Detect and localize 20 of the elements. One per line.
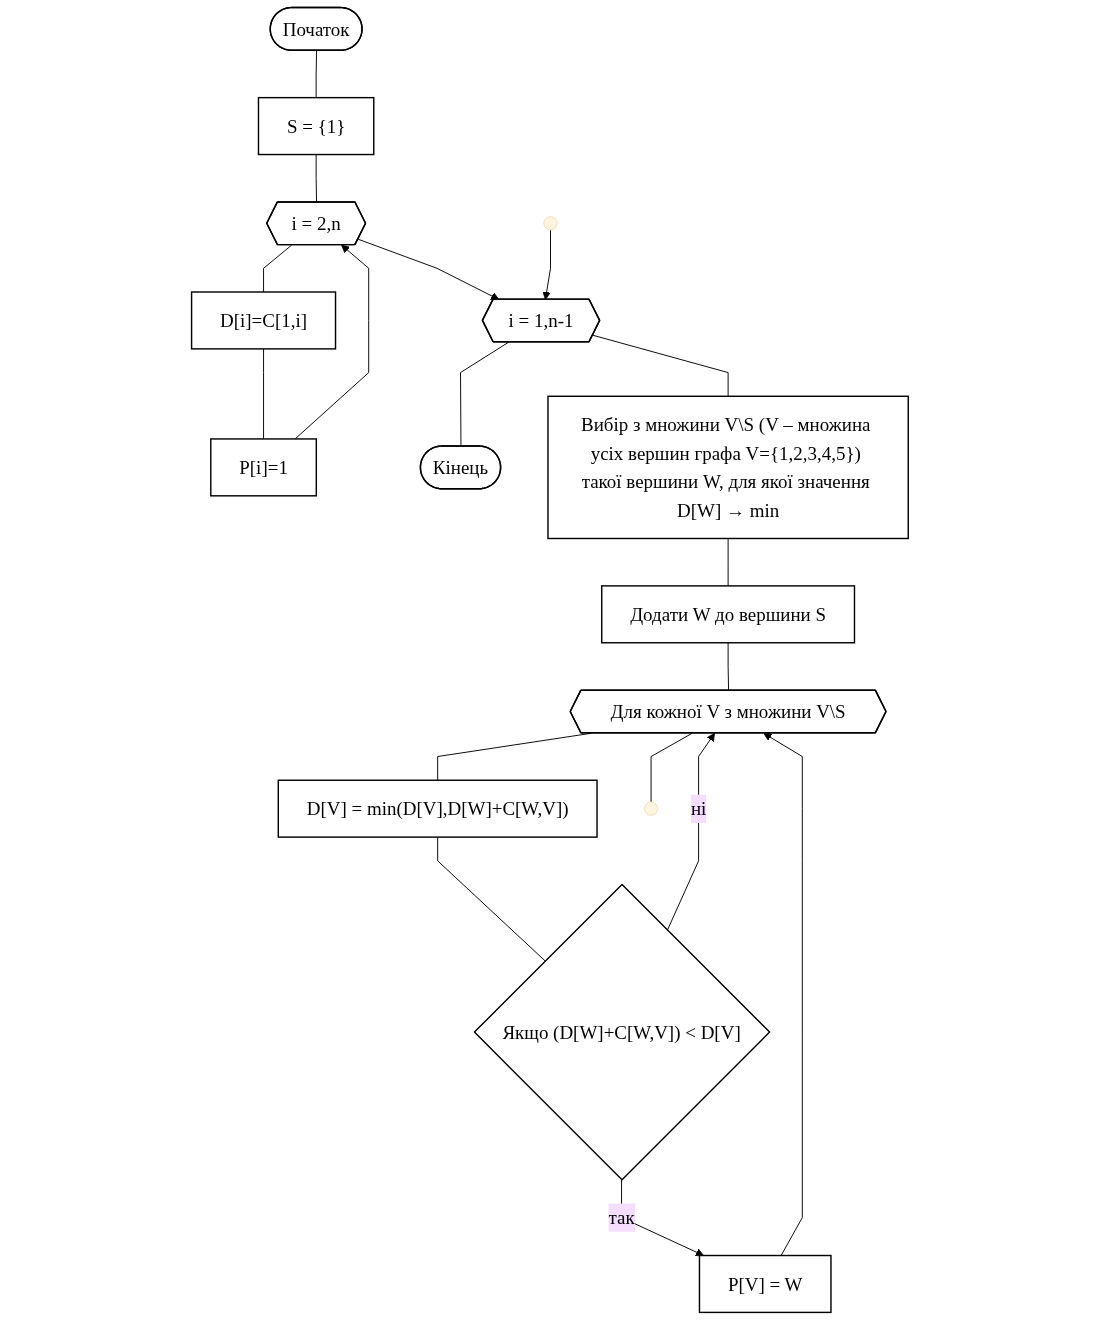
connector	[315, 50, 318, 99]
connector	[263, 244, 293, 293]
node-box: D[i]=C[1,i]	[190, 291, 337, 350]
node-box: P[i]=1	[210, 438, 318, 497]
connector	[437, 836, 546, 962]
connector	[263, 348, 265, 440]
node-diamond: Якщо (D[W]+C[W,V]) < D[V]	[473, 883, 771, 1181]
edge-label: ні	[690, 798, 707, 820]
connector	[727, 538, 729, 587]
node-box: P[V] = W	[698, 1254, 832, 1314]
connector	[727, 642, 730, 692]
connector	[592, 334, 729, 397]
connector	[460, 341, 510, 447]
node-box: Вибір з множини V\S (V – множина усіх вершин графа V={1,2,3,4,5}) такої вершини W, для якої значення D[W] → min	[547, 395, 910, 540]
node-box: Додати W до вершини S	[601, 585, 856, 644]
node-box: D[V] = min(D[V],D[W]+C[W,V])	[277, 779, 598, 838]
connector	[315, 154, 318, 203]
node-box: S = {1}	[257, 96, 375, 156]
connector	[650, 732, 693, 803]
edge-label: так	[608, 1207, 635, 1229]
